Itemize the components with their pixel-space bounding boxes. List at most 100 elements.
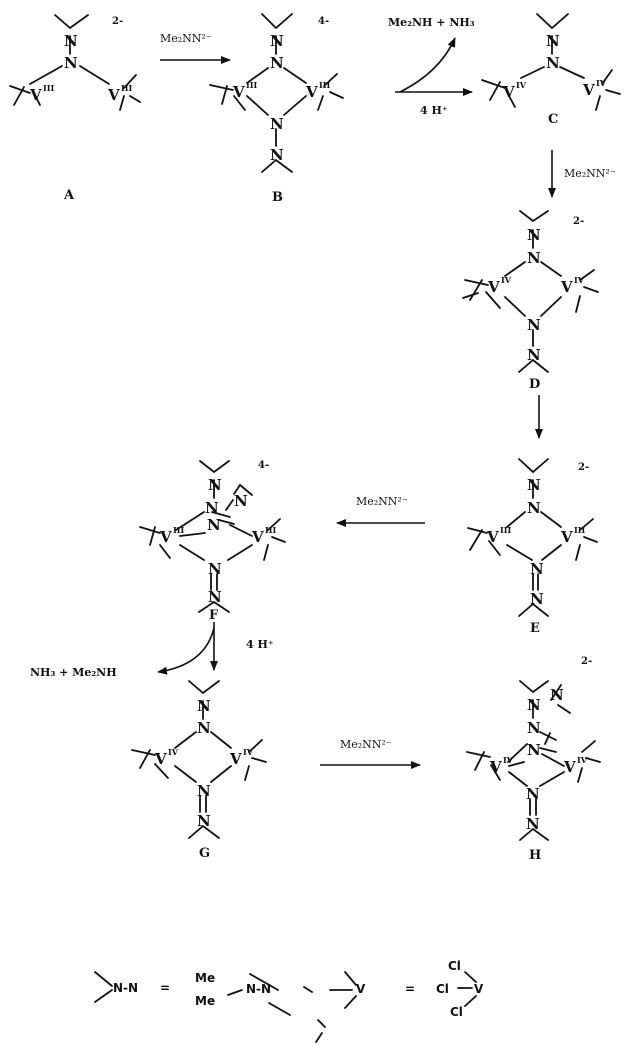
atom-n: N (197, 782, 211, 800)
reagent-acid-bc: 4 H⁺ (420, 104, 448, 117)
legend-methyl-bottom: Me (195, 994, 215, 1008)
atom-n: N (207, 516, 221, 534)
arrow-b-to-c-byproducts (399, 37, 456, 93)
atom-n: N (197, 697, 211, 715)
oxidation-state: III (265, 525, 276, 535)
atom-v: V (486, 528, 499, 546)
atom-n: N (526, 785, 540, 803)
compound-e-bonds (467, 458, 598, 617)
compound-label-h: H (529, 848, 541, 863)
compound-h-bonds (466, 680, 601, 841)
compound-label-f: F (209, 608, 219, 623)
atom-n: N (527, 741, 541, 759)
atom-n: N (546, 54, 560, 72)
reaction-arrows (157, 37, 556, 769)
compound-g-bonds (131, 680, 267, 839)
atom-n: N (208, 560, 222, 578)
atom-v: V (154, 750, 167, 768)
atom-v: V (563, 758, 576, 776)
oxidation-state: III (43, 83, 54, 93)
compound-b-bonds (209, 13, 344, 173)
legend-hydrazido-full: N-N (246, 982, 271, 996)
legend-cl-top: Cl (448, 959, 461, 973)
oxidation-state: IV (168, 747, 179, 757)
charge-b: 4- (318, 16, 329, 27)
atom-n: N (64, 32, 78, 50)
atom-v: V (582, 81, 595, 99)
atom-v: V (502, 83, 515, 101)
compound-label-a: A (63, 188, 75, 203)
atom-n: N (270, 146, 284, 164)
atom-n: N (208, 588, 222, 606)
atom-n: N (527, 499, 541, 517)
atom-n: N (527, 249, 541, 267)
legend-equals-2: = (405, 982, 415, 996)
oxidation-state: IV (503, 755, 514, 765)
atom-n: N (197, 719, 211, 737)
legend-drawn-bonds (329, 971, 477, 1009)
atom-n: N (530, 590, 544, 608)
atom-v: V (29, 86, 42, 104)
atom-v: V (232, 83, 245, 101)
reagent-hydrazido-ab: Me₂NN²⁻ (160, 32, 212, 45)
atom-n: N (526, 815, 540, 833)
compound-label-d: D (529, 377, 540, 392)
charge-e: 2- (578, 462, 589, 473)
reagent-hydrazido-gh: Me₂NN²⁻ (340, 738, 392, 751)
atom-v: V (487, 278, 500, 296)
compound-c-bonds (481, 13, 621, 111)
atom-n: N (270, 115, 284, 133)
oxidation-state: IV (243, 747, 254, 757)
oxidation-state: III (246, 80, 257, 90)
oxidation-state: III (574, 525, 585, 535)
reagent-acid-fg: 4 H⁺ (246, 638, 274, 651)
oxidation-state: IV (596, 78, 607, 88)
compound-label-g: G (199, 846, 210, 861)
atom-v: V (560, 528, 573, 546)
atom-n: N (527, 346, 541, 364)
reagent-hydrazido-ef: Me₂NN²⁻ (356, 495, 408, 508)
reagent-hydrazido-cd: Me₂NN²⁻ (564, 167, 616, 180)
atom-n: N (197, 812, 211, 830)
compound-label-e: E (530, 621, 540, 636)
atom-n: N (234, 492, 248, 510)
atom-n: N (527, 476, 541, 494)
oxidation-state: III (173, 525, 184, 535)
atom-v: V (560, 278, 573, 296)
charge-h: 2- (581, 656, 592, 667)
atom-n: N (530, 560, 544, 578)
legend-hydrazido-abbrev: N-N (113, 981, 138, 995)
atom-n: N (270, 32, 284, 50)
atom-v: V (107, 86, 120, 104)
oxidation-state: III (121, 83, 132, 93)
arrow-f-to-g-byproducts (157, 627, 215, 675)
atom-v: V (229, 750, 242, 768)
oxidation-state: IV (516, 80, 527, 90)
atom-n: N (527, 719, 541, 737)
atom-n: N (527, 226, 541, 244)
legend-cl-left: Cl (436, 982, 449, 996)
compound-d-bonds (462, 210, 599, 373)
oxidation-state: III (500, 525, 511, 535)
atom-v: V (159, 528, 172, 546)
charge-f: 4- (258, 460, 269, 471)
legend-methyl-top: Me (195, 971, 215, 985)
atom-v: V (489, 758, 502, 776)
legend-bonds (94, 971, 326, 1043)
legend-equals-1: = (160, 981, 170, 995)
oxidation-state: IV (501, 275, 512, 285)
compound-label-c: C (548, 112, 558, 127)
legend-v-full: V (474, 982, 484, 996)
atom-v: V (251, 528, 264, 546)
atom-n: N (208, 476, 222, 494)
atom-n: N (527, 316, 541, 334)
charge-a: 2- (112, 16, 123, 27)
oxidation-state: III (319, 80, 330, 90)
legend-cl-bottom: Cl (450, 1005, 463, 1019)
byproducts-fg: NH₃ + Me₂NH (30, 666, 117, 679)
legend: N-N = Me Me N-N V = Cl Cl V Cl (113, 959, 484, 1019)
atom-n: N (546, 32, 560, 50)
compound-label-b: B (272, 190, 283, 205)
compound-f-bonds (139, 460, 286, 613)
